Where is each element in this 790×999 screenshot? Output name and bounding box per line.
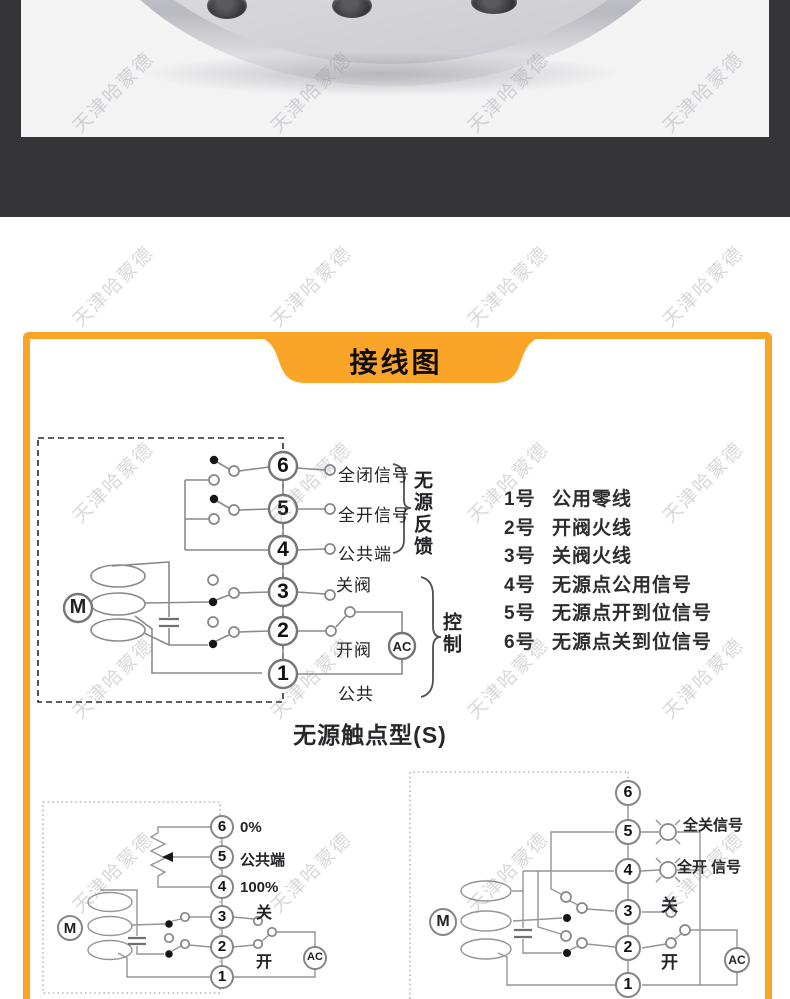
terminal-number: 4: [277, 538, 289, 561]
label-common: 公共: [338, 685, 374, 704]
watermark-text: 天津哈蒙德: [267, 242, 357, 332]
legend-num: 4号: [504, 574, 536, 596]
label-100-percent: 100%: [240, 879, 279, 896]
legend-item: 4号无源点公用信号: [504, 572, 712, 601]
legend-num: 3号: [504, 546, 536, 567]
label-full-close-signal: 全关信号: [683, 817, 744, 834]
terminal-number: 5: [623, 823, 633, 840]
label-open: 开: [661, 953, 679, 972]
label-full-open-signal: 全开信号: [338, 506, 410, 525]
legend-num: 2号: [504, 517, 536, 539]
label-0-percent: 0%: [240, 819, 262, 836]
terminal-number: 5: [277, 497, 289, 520]
label-close: 关: [256, 905, 273, 922]
legend-text: 无源点关到位信号: [552, 631, 713, 653]
terminal-number: 3: [277, 580, 289, 603]
bolt-hole: [471, 0, 517, 14]
terminal-number: 6: [277, 454, 289, 477]
motor-label: M: [63, 920, 77, 937]
label-full-open-signal: 全开 信号: [677, 859, 742, 876]
terminal-number: 1: [217, 968, 227, 985]
label-common-terminal: 公共端: [338, 545, 392, 564]
legend-text: 无源点开到位信号: [552, 603, 713, 624]
legend-text: 开阀火线: [552, 517, 633, 539]
legend-num: 6号: [504, 631, 536, 653]
group-label-control: 控制: [440, 612, 461, 656]
legend-text: 无源点公用信号: [552, 574, 693, 596]
motor-label: M: [436, 913, 450, 930]
watermark-text: 天津哈蒙德: [464, 242, 554, 332]
terminal-number: 5: [217, 848, 227, 865]
banner-title: 接线图: [349, 347, 443, 378]
label-open-valve: 开阀: [336, 641, 372, 660]
ac-label: AC: [728, 953, 746, 967]
legend-item: 5号无源点开到位信号: [504, 600, 712, 629]
label-common-terminal: 公共端: [240, 852, 286, 869]
terminal-number: 2: [217, 938, 227, 955]
terminal-number: 1: [623, 976, 633, 993]
motor-label: M: [69, 596, 87, 618]
bolt-hole: [207, 0, 247, 19]
label-close-valve: 关阀: [336, 576, 372, 595]
legend-num: 1号: [504, 489, 536, 510]
legend-item: 6号无源点关到位信号: [504, 629, 712, 658]
photo-margin-right: [769, 0, 790, 137]
section-divider-band: [0, 137, 790, 217]
legend-item: 3号关阀火线: [504, 543, 712, 572]
ac-label: AC: [307, 951, 323, 963]
label-close: 关: [661, 896, 679, 915]
label-open: 开: [256, 954, 273, 971]
legend-item: 1号公用零线: [504, 486, 712, 515]
photo-margin-left: [0, 0, 21, 137]
terminal-number: 4: [623, 862, 633, 879]
legend-text: 公用零线: [552, 489, 633, 510]
product-photo: [21, 0, 769, 137]
legend-num: 5号: [504, 603, 536, 624]
flange-shadow: [141, 52, 621, 96]
legend-text: 关阀火线: [552, 546, 633, 567]
ac-label: AC: [392, 639, 412, 654]
label-full-close-signal: 全闭信号: [338, 466, 410, 485]
diagram-caption: 无源触点型(S): [293, 722, 447, 748]
wiring-card: [23, 332, 772, 999]
terminal-number: 2: [277, 619, 289, 642]
legend-item: 2号开阀火线: [504, 515, 712, 544]
terminal-number: 6: [623, 784, 633, 801]
watermark-text: 天津哈蒙德: [659, 242, 749, 332]
terminal-number: 6: [217, 818, 227, 835]
terminal-number: 4: [217, 878, 227, 895]
terminal-legend: 1号公用零线 2号开阀火线 3号关阀火线 4号无源点公用信号 5号无源点开到位信…: [504, 486, 712, 657]
bolt-hole: [332, 0, 372, 18]
terminal-number: 2: [623, 939, 633, 956]
terminal-number: 3: [217, 908, 227, 925]
watermark-text: 天津哈蒙德: [69, 242, 159, 332]
terminal-number: 1: [277, 662, 289, 685]
terminal-number: 3: [623, 903, 633, 920]
group-label-passive-feedback: 无源反馈: [411, 470, 432, 558]
